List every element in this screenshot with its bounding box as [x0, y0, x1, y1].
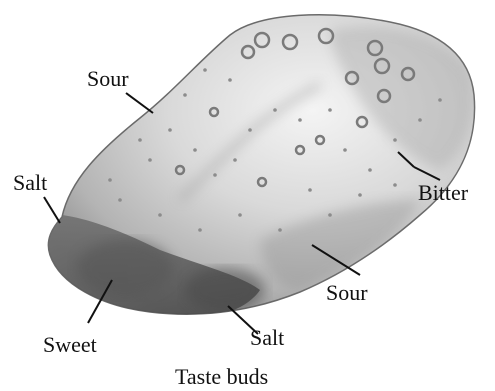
leader-sour-top: [126, 93, 153, 113]
label-sour-right: Sour: [326, 280, 368, 305]
label-salt-bottom: Salt: [250, 325, 284, 350]
label-sweet: Sweet: [43, 332, 97, 357]
sweet-zone-shading: [77, 240, 173, 296]
label-salt-left: Salt: [13, 170, 47, 195]
salt-bottom-zone-shading: [185, 268, 265, 312]
tongue-illustration: [40, 15, 475, 321]
figure-caption: Taste buds: [175, 364, 268, 389]
label-sour-top: Sour: [87, 66, 129, 91]
leader-salt-left: [44, 197, 60, 223]
label-bitter: Bitter: [418, 180, 469, 205]
